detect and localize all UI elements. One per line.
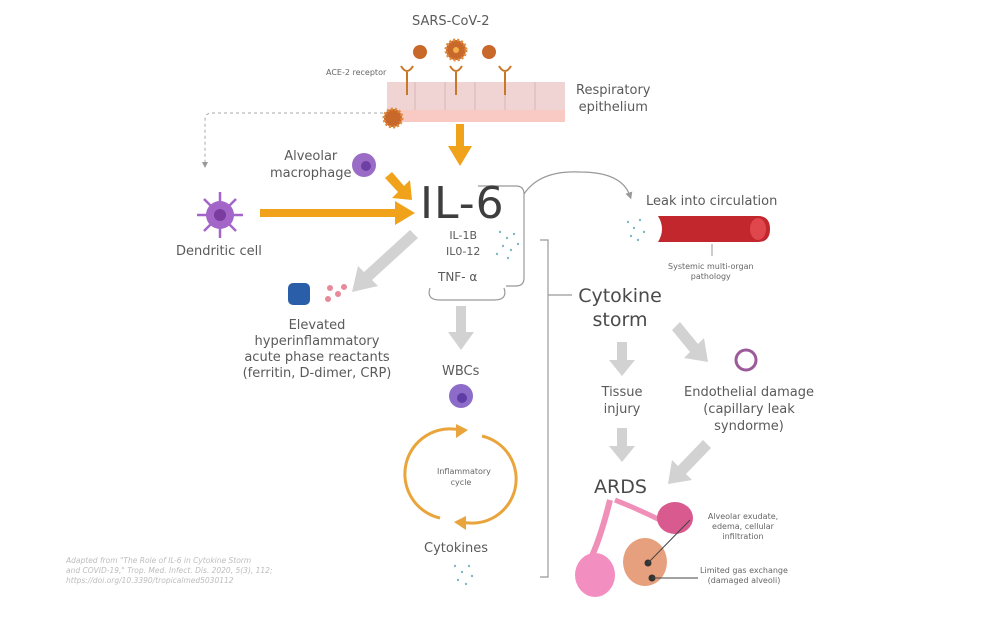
il1b-label: IL-1B <box>449 229 478 242</box>
arrow-macrophage-to-il6 <box>385 172 412 200</box>
epithelium-label-line1: Respiratory <box>576 83 651 98</box>
ace2-receptor-icon <box>400 65 512 95</box>
endothelial-damage-label: Endothelial damage (capillary leak syndo… <box>684 384 814 435</box>
endo-label-line2: (capillary leak <box>703 402 795 417</box>
wbc-icon <box>449 384 473 408</box>
epithelium-label: Respiratory epithelium <box>576 82 650 116</box>
cytokine-dots-icon <box>453 218 646 586</box>
storm-label-line1: Cytokine <box>578 285 662 307</box>
il012-label: IL0-12 <box>446 245 481 258</box>
citation-line3: https://doi.org/10.3390/tropicalmed50301… <box>66 576 234 585</box>
arrow-tissue-to-ards <box>609 428 635 462</box>
arrow-storm-to-tissue <box>609 342 635 376</box>
tissue-injury-label: Tissue injury <box>598 384 646 418</box>
dendritic-cell-icon <box>197 192 243 238</box>
systemic-pathology-label: Systemic multi-organ pathology <box>668 262 754 282</box>
arrow-dendritic-to-il6 <box>260 201 415 225</box>
dendritic-cell-label: Dendritic cell <box>176 244 262 259</box>
cycle-label-line2: cycle <box>450 478 472 487</box>
bracket-lines <box>428 171 633 578</box>
gas-exchange-label: Limited gas exchange (damaged alveoli) <box>694 566 794 586</box>
exudate-line3: infiltration <box>722 532 764 541</box>
citation: Adapted from "The Role of IL-6 in Cytoki… <box>66 556 316 586</box>
epithelium-label-line2: epithelium <box>578 100 648 115</box>
virus-icon <box>382 38 496 129</box>
gas-line2: (damaged alveoli) <box>707 576 781 585</box>
cycle-label-line1: Inflammatory <box>437 467 491 476</box>
alveolar-macrophage-icon <box>352 153 376 177</box>
macrophage-label: Alveolar macrophage <box>270 148 352 182</box>
cytokine-list: IL-1B IL0-12 <box>446 228 480 260</box>
alveolar-exudate-label: Alveolar exudate, edema, cellular infilt… <box>700 512 786 542</box>
reactants-line1: Elevated <box>288 318 346 333</box>
reactants-line3: acute phase reactants <box>244 350 390 365</box>
arrow-il6-to-wbcs <box>448 306 474 350</box>
citation-line2: and COVID-19," Trop. Med. Infect. Dis. 2… <box>66 566 273 575</box>
citation-line1: Adapted from "The Role of IL-6 in Cytoki… <box>66 556 252 565</box>
blood-vessel-icon <box>658 216 770 256</box>
storm-label-line2: storm <box>592 309 648 331</box>
arrow-il6-to-reactants <box>352 230 418 292</box>
endo-label-line1: Endothelial damage <box>684 385 815 400</box>
il6-label: IL-6 <box>420 178 505 229</box>
inflammatory-cycle <box>403 424 518 530</box>
ards-label: ARDS <box>594 476 647 498</box>
tissue-label-line1: Tissue <box>601 385 643 400</box>
leak-into-circulation-label: Leak into circulation <box>646 194 778 209</box>
inflammatory-cycle-label: Inflammatory cycle <box>437 466 491 488</box>
arrow-storm-to-endothelial <box>672 322 708 362</box>
acute-phase-reactants-label: Elevated hyperinflammatory acute phase r… <box>242 318 392 382</box>
reactants-line2: hyperinflammatory <box>254 334 380 349</box>
orange-arrows <box>260 124 472 225</box>
endo-label-line3: syndorme) <box>714 419 784 434</box>
exudate-line2: edema, cellular <box>712 522 774 531</box>
arrow-epithelium-to-il6 <box>448 124 472 166</box>
exudate-line1: Alveolar exudate, <box>707 512 779 521</box>
acute-phase-reactant-icon <box>288 283 347 305</box>
gas-line1: Limited gas exchange <box>700 566 788 575</box>
systemic-label-line1: Systemic multi-organ <box>668 262 754 271</box>
tissue-label-line2: injury <box>603 402 641 417</box>
title-sars-cov-2: SARS-CoV-2 <box>412 14 490 29</box>
endothelial-ring-icon <box>734 348 758 372</box>
cytokine-storm-label: Cytokine storm <box>578 284 662 332</box>
systemic-label-line2: pathology <box>690 272 731 281</box>
lungs-icon <box>575 497 698 597</box>
wbcs-label: WBCs <box>442 364 480 379</box>
ace2-receptor-label: ACE-2 receptor <box>326 68 387 77</box>
gray-arrows <box>352 230 711 484</box>
tnf-alpha-label: TNF- α <box>438 270 478 284</box>
macrophage-label-line1: Alveolar <box>284 149 338 164</box>
arrow-endothelial-to-ards <box>668 440 711 484</box>
dashed-pathway <box>202 112 383 168</box>
macrophage-label-line2: macrophage <box>270 166 352 181</box>
reactants-line4: (ferritin, D-dimer, CRP) <box>242 366 392 381</box>
respiratory-epithelium <box>387 82 565 122</box>
cytokines-label: Cytokines <box>424 541 488 556</box>
